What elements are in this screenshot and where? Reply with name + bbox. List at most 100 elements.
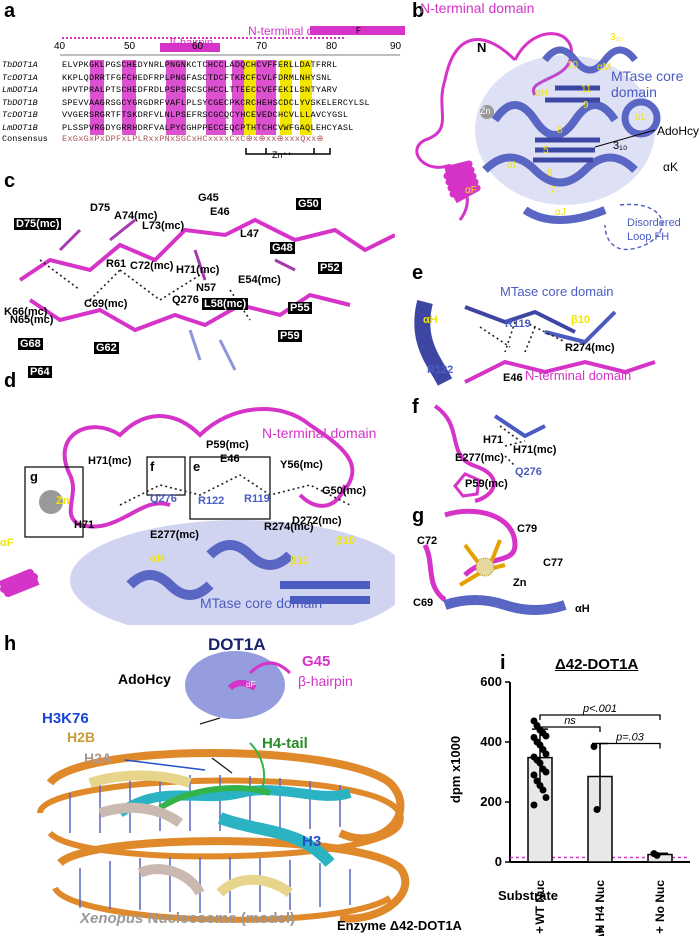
panel-label-i: i xyxy=(500,652,506,674)
chart-data-point xyxy=(653,851,661,859)
chart-data-point xyxy=(542,768,550,776)
alignment-row-sequence: SPEVVAAGRSGCYGRGDRFVAFLPLSYCGECPKCRCHEHS… xyxy=(62,97,370,108)
residue-label: P64 xyxy=(28,366,52,378)
b-helix-aj: αJ xyxy=(555,207,566,218)
residue-label: A74(mc) xyxy=(114,210,158,222)
panel-label-h: h xyxy=(4,633,17,655)
residue-label: G50 xyxy=(296,198,321,210)
b-strand-7: 7 xyxy=(550,185,556,196)
alignment-helix-label: F xyxy=(356,26,361,35)
alignment-row-name: LmDOT1A xyxy=(2,85,38,95)
chart-significance-bracket xyxy=(539,726,601,732)
residue-label: R274(mc) xyxy=(565,342,615,354)
residue-label: E277(mc) xyxy=(455,452,504,464)
residue-label: P52 xyxy=(318,262,342,274)
ruler-tick-label: 70 xyxy=(256,41,268,52)
b-strand-6: 6 xyxy=(547,168,553,179)
chart-title: Δ42-DOT1A xyxy=(555,656,639,673)
alignment-row-sequence: PLSSPVRGDYGRRHDRFVALPYCGHPPECCEQCPTHTCHC… xyxy=(62,122,354,133)
h-h4tail-label: H4-tail xyxy=(262,735,308,752)
consensus-sequence: ExGxGxPxDPFxLPLRxxPNxSGCxHCxxxxCxC⊕x⊕xx⊕… xyxy=(62,134,324,144)
b-strand-5: 5 xyxy=(543,145,549,156)
alignment-row-name: TcDOT1A xyxy=(2,72,38,83)
chart-enzyme-label: Enzyme Δ42-DOT1A xyxy=(337,918,462,933)
residue-label: H71(mc) xyxy=(513,444,557,456)
residue-label: αH xyxy=(150,553,165,565)
residue-label: αF xyxy=(0,537,14,549)
b-n-term-label: N xyxy=(477,40,487,55)
b-ligand-label: AdoHcy xyxy=(657,124,700,138)
h-nucleosome-cartoon xyxy=(37,651,410,923)
chart-enzyme-marker: + xyxy=(592,926,607,934)
residue-label: G62 xyxy=(94,342,119,354)
residue-label: β10 xyxy=(336,535,355,547)
alignment-row-name: TcDOT1B xyxy=(2,110,38,120)
residue-label: G68 xyxy=(18,338,43,350)
residue-label: E46 xyxy=(220,453,240,465)
g-zinc-model xyxy=(422,508,567,615)
residue-label: β10 xyxy=(571,314,590,326)
b-loop-label: Disordered Loop FH xyxy=(627,217,681,243)
chart-data-point xyxy=(530,771,538,779)
h-h3-label: H3 xyxy=(302,833,322,850)
alignment-graphic xyxy=(60,26,405,135)
residue-label: Q276 xyxy=(172,294,199,306)
panel-h-nucleosome-model: DOT1A G45 β-hairpin AdoHcy H3K76 H2B H2A… xyxy=(0,633,440,936)
residue-label: R122 xyxy=(198,495,225,507)
residue-label: Y56(mc) xyxy=(280,459,323,471)
b-helix-ah: αH xyxy=(535,88,549,99)
b-helix-310-top: 3₁₀ xyxy=(610,32,624,43)
e-n-terminal-label: N-terminal domain xyxy=(525,368,632,383)
b-core-label: MTase core domain xyxy=(611,68,684,100)
alignment-row-sequence: HPVTPRALPTSCHEDFRDLPSPSRCSCHCCLTTEECCVEF… xyxy=(62,85,338,95)
dot1a-structure-cartoon xyxy=(415,32,663,251)
residue-label: C77 xyxy=(543,557,564,569)
residue-label: G45 xyxy=(198,192,219,204)
residue-label: C69 xyxy=(413,597,434,609)
alignment-row-sequence: ELVPKGKLPGSCHEDYNRLPNGNKCTCHCCLADQCHCVFF… xyxy=(62,60,338,70)
e-stick-model xyxy=(414,300,656,386)
residue-label: E54(mc) xyxy=(238,274,281,286)
residue-label: C69(mc) xyxy=(84,298,128,310)
residue-label: Zn xyxy=(56,495,70,507)
residue-label: P59(mc) xyxy=(206,439,249,451)
b-helix-am: αM xyxy=(597,62,612,73)
b-helix-ai: αI xyxy=(507,160,516,171)
panel-label-c: c xyxy=(4,170,16,192)
ruler-tick-label: 80 xyxy=(326,41,338,52)
alignment-row-name: TbDOT1A xyxy=(2,60,38,70)
ruler-tick-label: 40 xyxy=(54,41,66,52)
chart-category-label: ΔN H4 Nuc xyxy=(593,880,607,936)
residue-label: αH xyxy=(423,314,438,326)
chart-y-tick-label: 400 xyxy=(480,734,502,749)
d-interface-cartoon xyxy=(0,407,410,640)
chart-y-tick-label: 200 xyxy=(480,794,502,809)
residue-label: H71 xyxy=(483,434,504,446)
panel-label-f: f xyxy=(412,396,419,418)
alignment-row-name: TbDOT1B xyxy=(2,97,38,108)
residue-label: E46 xyxy=(503,372,523,384)
chart-significance-bracket xyxy=(539,714,661,720)
panel-label-a: a xyxy=(4,0,16,22)
h-af-label: αF xyxy=(246,680,256,689)
consensus-label: Consensus xyxy=(2,134,48,144)
residue-label: R122 xyxy=(427,364,454,376)
h-caption-species: Xenopus xyxy=(80,910,144,927)
b-strand-8: 8 xyxy=(557,125,563,136)
alignment-row-sequence: VVGERSRGRTFTSKDRFVLNLPSEFRSCGCQCYHCEVEDC… xyxy=(62,110,349,120)
panel-b-structure: N-terminal domain MTase core domain AdoH… xyxy=(405,0,700,260)
residue-label: E46 xyxy=(210,206,230,218)
d-box-f-label: f xyxy=(150,459,155,474)
h-h2b-label: H2B xyxy=(67,729,96,745)
residue-label: R119 xyxy=(505,318,531,330)
h-hairpin-label: β-hairpin xyxy=(298,673,353,689)
residue-label: N57 xyxy=(196,282,217,294)
chart-enzyme-marker: + xyxy=(652,926,667,934)
chart-significance-label: ns xyxy=(564,715,576,727)
alignment-domain-label: N-terminal domain xyxy=(248,24,347,38)
zn-bracket xyxy=(245,148,331,155)
